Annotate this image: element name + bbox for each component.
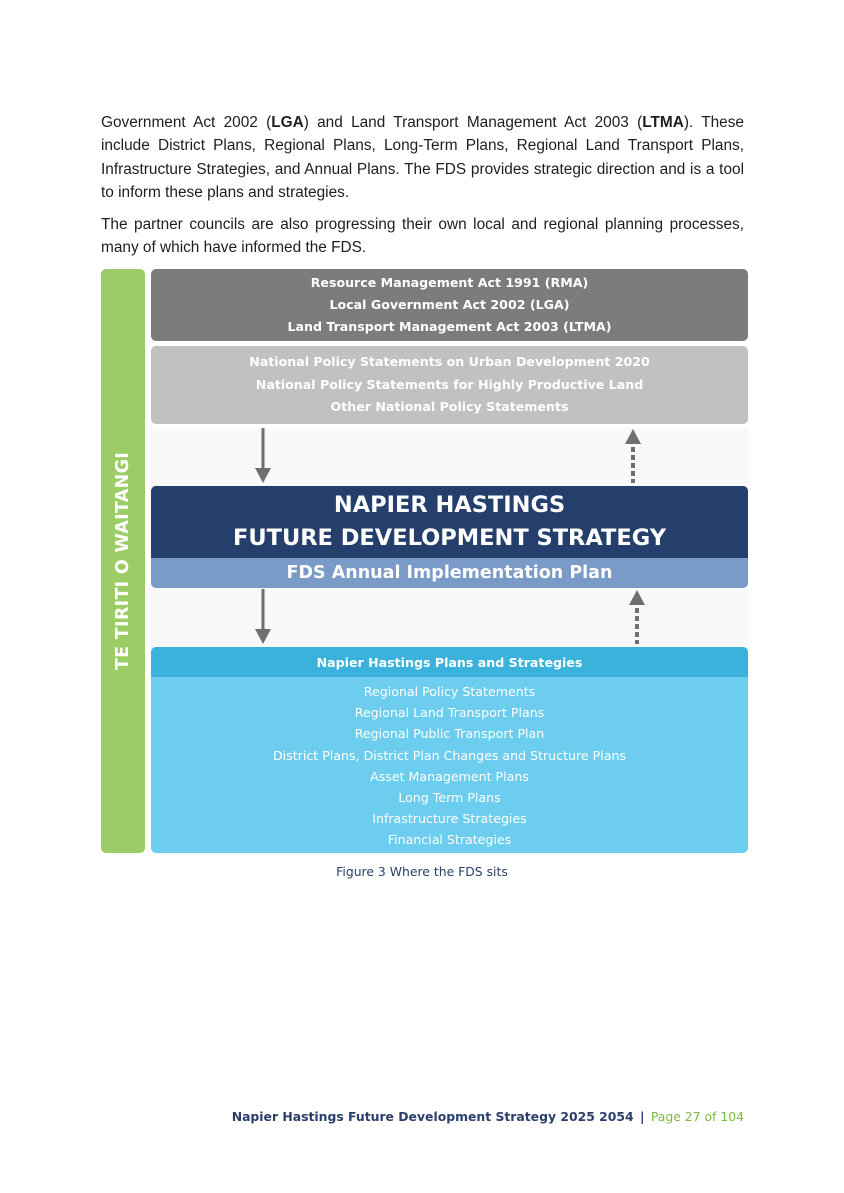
footer-separator: | (639, 1109, 645, 1124)
fds-title: NAPIER HASTINGS FUTURE DEVELOPMENT STRAT… (151, 486, 748, 558)
down-arrow-icon (255, 428, 271, 483)
legislation-line: Local Government Act 2002 (LGA) (329, 297, 570, 312)
bold-run: LTMA (642, 114, 684, 131)
text-run: ). These include District Plans, Regiona… (101, 114, 744, 202)
legislation-line: Land Transport Management Act 2003 (LTMA… (287, 319, 612, 334)
te-tiriti-label: TE TIRITI O WAITANGI (113, 451, 133, 671)
plans-header: Napier Hastings Plans and Strategies (151, 647, 748, 677)
page-footer: Napier Hastings Future Development Strat… (232, 1109, 744, 1124)
bold-run: LGA (271, 114, 304, 131)
footer-title: Napier Hastings Future Development Strat… (231, 1109, 634, 1124)
plan-item: Regional Policy Statements (363, 684, 536, 699)
down-arrow-icon (255, 589, 271, 644)
national-policy-line: Other National Policy Statements (330, 399, 569, 415)
fds-title-line: NAPIER HASTINGS (333, 492, 566, 518)
dotted-up-arrow-icon (629, 590, 645, 644)
intro-paragraph-2: The partner councils are also progressin… (101, 216, 744, 257)
plan-item: Infrastructure Strategies (372, 811, 527, 827)
plan-item: Regional Public Transport Plan (354, 726, 545, 742)
fds-title-line: FUTURE DEVELOPMENT STRATEGY (232, 525, 667, 551)
plan-item: District Plans, District Plan Changes an… (272, 747, 627, 763)
fds-implementation-plan: FDS Annual Implementation Plan (286, 563, 613, 583)
te-tiriti-bar: TE TIRITI O WAITANGI (101, 269, 145, 853)
national-policy-line: National Policy Statements for Highly Pr… (255, 376, 644, 392)
figure-caption: Figure 3 Where the FDS sits (336, 864, 508, 879)
intro-paragraph-1: Government Act 2002 (LGA) and Land Trans… (101, 111, 744, 205)
plan-item: Long Term Plans (398, 790, 501, 806)
plans-list: Regional Policy Statements Regional Land… (273, 677, 626, 851)
plan-item: Asset Management Plans (370, 768, 529, 784)
plan-item: Regional Land Transport Plans (354, 705, 545, 721)
national-policy-line: National Policy Statements on Urban Deve… (249, 354, 650, 370)
text-run: Government Act 2002 ( (101, 114, 272, 131)
legislation-line: Resource Management Act 1991 (RMA) (310, 275, 589, 290)
legislation-box: Resource Management Act 1991 (RMA) Local… (151, 269, 748, 341)
plan-item: Financial Strategies (387, 832, 512, 848)
plans-box: Napier Hastings Plans and Strategies Reg… (151, 647, 748, 853)
text-run: ) and Land Transport Management Act 2003… (303, 114, 643, 131)
national-policy-box: National Policy Statements on Urban Deve… (151, 346, 748, 424)
fds-box: NAPIER HASTINGS FUTURE DEVELOPMENT STRAT… (151, 486, 748, 588)
page-number: Page 27 of 104 (650, 1109, 744, 1124)
dotted-up-arrow-icon (625, 429, 641, 483)
